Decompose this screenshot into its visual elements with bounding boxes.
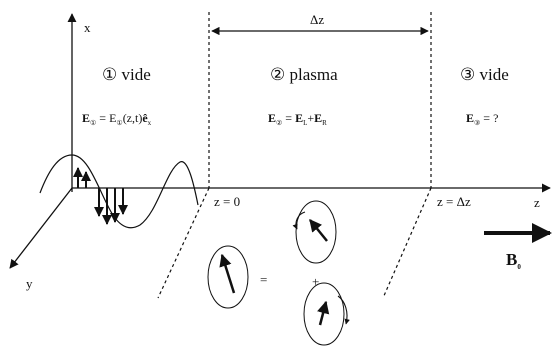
field-equation-region-1: E① = E①(z,t)êx	[82, 111, 152, 127]
equals-sign: =	[260, 272, 267, 287]
linear-polarization-vector	[219, 253, 236, 294]
position-zdz-label: z = Δz	[437, 194, 471, 209]
boundary-zdz-lower	[382, 187, 432, 299]
incident-wave	[39, 154, 199, 229]
right-circular-ellipse	[303, 282, 345, 346]
z-axis-label: z	[534, 195, 540, 210]
y-axis-label: y	[26, 276, 33, 291]
region-1-label: ① vide	[102, 65, 151, 84]
right-circular-vector	[317, 300, 330, 326]
y-axis	[9, 187, 73, 269]
linear-polarization-ellipse	[207, 245, 249, 309]
plus-sign: +	[312, 274, 319, 289]
x-axis-label: x	[84, 20, 91, 35]
delta-z-label: Δz	[310, 12, 324, 27]
left-rotation-arrow	[292, 211, 306, 230]
left-circular-ellipse	[295, 200, 337, 264]
right-rotation-arrow	[337, 295, 350, 325]
b0-label: B0	[506, 250, 521, 271]
position-z0-label: z = 0	[214, 194, 240, 209]
field-equation-region-3: E③ = ?	[466, 111, 498, 127]
region-2-label: ② plasma	[270, 65, 338, 84]
boundary-z0-lower	[157, 187, 210, 299]
field-equation-region-2: E② = EL+ER	[268, 111, 327, 127]
left-circular-vector	[309, 219, 328, 242]
region-3-label: ③ vide	[460, 65, 509, 84]
